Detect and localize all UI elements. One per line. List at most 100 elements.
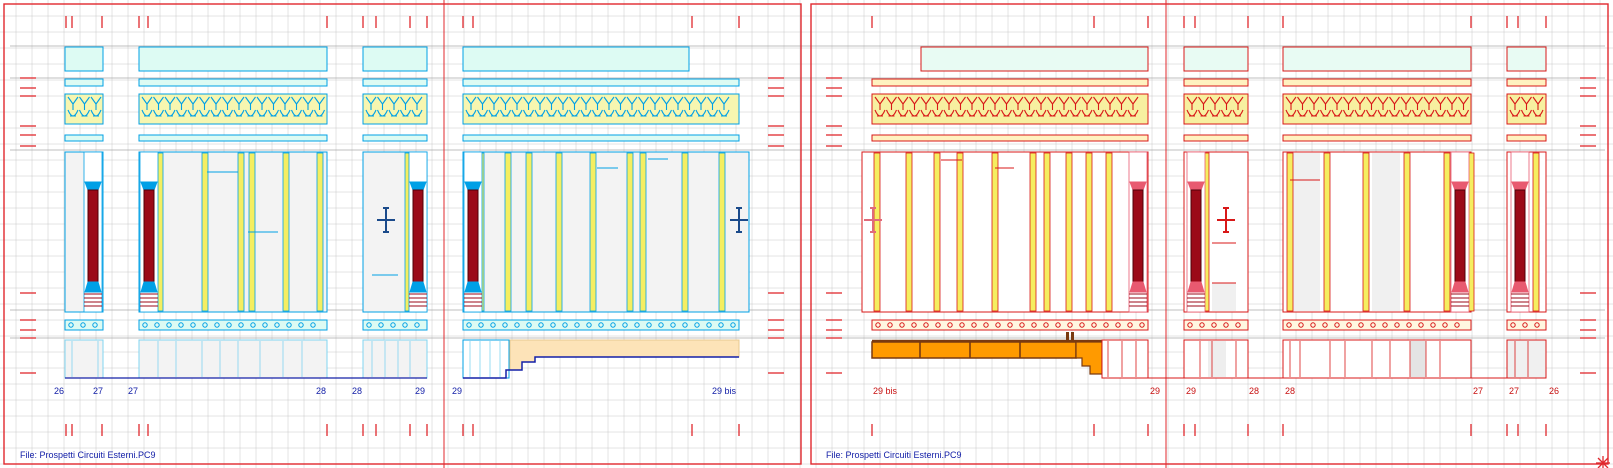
pillar-capital <box>409 181 427 191</box>
ornament-motif <box>233 96 245 117</box>
ornament-motif <box>67 96 79 117</box>
ornament-motif <box>1046 96 1059 117</box>
ornament-motif <box>1509 96 1521 117</box>
base-band <box>462 319 740 331</box>
base-dot <box>1534 322 1540 328</box>
axis-label: 27 <box>1473 386 1483 396</box>
ornament-motif <box>568 96 581 117</box>
panel-stripe <box>316 152 324 312</box>
base-dot <box>1091 322 1097 328</box>
ornament-motif <box>908 96 921 117</box>
ornament-motif <box>1069 96 1082 117</box>
base-dot <box>1510 322 1516 328</box>
ornament-motif <box>522 96 535 117</box>
tick-marks <box>20 16 1596 436</box>
pillar-shaft <box>143 189 155 283</box>
panel-shade <box>1290 153 1320 311</box>
plinth-subdivisions <box>71 341 501 377</box>
frieze-block <box>920 46 1149 72</box>
pillar-shaft <box>1514 189 1526 283</box>
axis-label: 29 <box>1150 386 1160 396</box>
pillar-capital <box>1511 181 1529 191</box>
pillar-shaft <box>412 189 424 283</box>
ornament-motif <box>1285 96 1297 117</box>
architrave-band <box>1183 134 1249 142</box>
panel-stripe <box>504 152 512 312</box>
pillar-capital <box>1451 181 1469 191</box>
pillar-capital <box>1129 181 1147 191</box>
panel-stripe <box>991 152 999 312</box>
wall-panel <box>138 151 328 313</box>
base-dot <box>166 322 172 328</box>
panel-stripe <box>525 152 533 312</box>
base-dot <box>586 322 592 328</box>
panel-stripe <box>1065 152 1073 312</box>
base-dot <box>1139 322 1145 328</box>
base-dot <box>1406 322 1412 328</box>
plinth-right <box>871 332 1547 379</box>
base-dot <box>1223 322 1229 328</box>
base-dot <box>154 322 160 328</box>
ornament-motif <box>591 96 604 117</box>
panel-stripe <box>718 152 726 312</box>
ornament-motif <box>1308 96 1320 117</box>
pillars-right <box>1128 151 1530 313</box>
pillar-capital <box>84 181 102 191</box>
base-dot <box>634 322 640 328</box>
pillar-capital <box>140 181 158 191</box>
sheet-right: 29 bis 29 29 28 28 27 27 26 File: Prospe… <box>810 0 1610 468</box>
ornament-motif <box>198 96 211 117</box>
base-dot <box>1211 322 1217 328</box>
ornament-motif <box>244 96 257 117</box>
base-dot <box>378 322 384 328</box>
base-dot <box>706 322 712 328</box>
frieze-block <box>1183 46 1249 72</box>
ornament-motif <box>603 96 615 117</box>
ornament-motif <box>221 96 234 117</box>
ornament-motif <box>1115 96 1128 117</box>
panel-stripes <box>873 152 1540 312</box>
decorative-frieze <box>1282 93 1472 125</box>
base-dot <box>214 322 220 328</box>
base-dot <box>947 322 953 328</box>
cornice-band <box>1282 78 1472 87</box>
frieze-block <box>1506 46 1547 72</box>
base-dots <box>875 322 1540 328</box>
ornament-motif <box>499 96 512 117</box>
axis-label: 28 <box>316 386 326 396</box>
panel-stripe <box>1323 152 1331 312</box>
ornament-motif <box>1127 96 1139 117</box>
plinth-panel <box>462 339 510 379</box>
pillar-shaft <box>467 189 479 283</box>
frieze-block <box>138 46 328 72</box>
axis-label: 27 <box>93 386 103 396</box>
entablature-left <box>64 46 740 142</box>
base-dot <box>935 322 941 328</box>
pillar-base <box>1511 281 1529 293</box>
ornament-motif <box>187 96 199 117</box>
base-dot <box>1067 322 1073 328</box>
base-dot <box>402 322 408 328</box>
pillar-base <box>140 281 158 293</box>
base-dot <box>995 322 1001 328</box>
panel-stripe <box>905 152 913 312</box>
pillar-base <box>1451 281 1469 293</box>
plinth-post <box>1071 332 1074 342</box>
axis-label: 27 <box>128 386 138 396</box>
wall-panels-left <box>64 151 750 313</box>
base-dot <box>1298 322 1304 328</box>
ornament-motif <box>718 96 730 117</box>
base-dot <box>610 322 616 328</box>
ornament-motif <box>210 96 222 117</box>
panel-stripe <box>1286 152 1294 312</box>
ornament-motif <box>1035 96 1047 117</box>
pillar-base <box>464 281 482 293</box>
file-label: File: Prospetti Circuiti Esterni.PC9 <box>20 450 156 460</box>
plinth-subdivisions <box>919 341 1529 377</box>
base-dot <box>298 322 304 328</box>
base-dot <box>1454 322 1460 328</box>
base-dot <box>730 322 736 328</box>
ornament-motif <box>1209 96 1221 117</box>
pillar-shaft <box>1454 189 1466 283</box>
base-band <box>138 319 328 331</box>
